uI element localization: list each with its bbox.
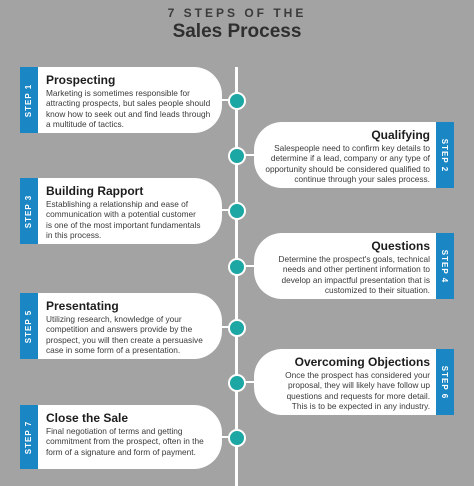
step-title: Questions xyxy=(371,239,430,253)
connector-step-5 xyxy=(213,326,235,328)
step-title: Presentating xyxy=(46,299,119,313)
step-label: STEP 4 xyxy=(440,249,450,283)
connector-step-2 xyxy=(238,154,260,156)
step-card-building-rapport: Building Rapport Establishing a relation… xyxy=(38,178,222,244)
timeline-dot-step-3 xyxy=(228,202,246,220)
timeline-dot-step-1 xyxy=(228,92,246,110)
timeline-line xyxy=(235,67,238,486)
step-label: STEP 7 xyxy=(24,420,34,454)
step-card-questions: Questions Determine the prospect's goals… xyxy=(254,233,436,299)
step-description: Salespeople need to confirm key details … xyxy=(265,143,430,185)
step-description: Final negotiation of terms and getting c… xyxy=(46,426,204,457)
step-title: Building Rapport xyxy=(46,184,144,198)
timeline-dot-step-6 xyxy=(228,374,246,392)
connector-step-1 xyxy=(213,99,235,101)
connector-step-4 xyxy=(238,265,260,267)
step-title: Prospecting xyxy=(46,73,116,87)
step-tab: STEP 5 xyxy=(20,293,38,359)
step-card-overcoming-objections: Overcoming Objections Once the prospect … xyxy=(254,349,436,415)
timeline-dot-step-2 xyxy=(228,147,246,165)
step-tab: STEP 7 xyxy=(20,405,38,469)
connector-step-6 xyxy=(238,381,260,383)
step-card-presentating: Presentating Utilizing research, knowled… xyxy=(38,293,222,359)
connector-step-3 xyxy=(213,209,235,211)
step-title: Overcoming Objections xyxy=(294,355,430,369)
step-tab: STEP 3 xyxy=(20,178,38,244)
step-description: Marketing is sometimes responsible for a… xyxy=(46,88,211,130)
timeline-dot-step-5 xyxy=(228,319,246,337)
step-description: Establishing a relationship and ease of … xyxy=(46,199,201,241)
step-title: Qualifying xyxy=(371,128,430,142)
step-label: STEP 3 xyxy=(24,194,34,228)
infographic-title: Sales Process xyxy=(172,21,302,42)
connector-step-7 xyxy=(213,436,235,438)
step-tab: STEP 4 xyxy=(436,233,454,299)
step-card-prospecting: Prospecting Marketing is sometimes respo… xyxy=(38,67,222,133)
timeline-dot-step-4 xyxy=(228,258,246,276)
step-tab: STEP 2 xyxy=(436,122,454,188)
step-label: STEP 6 xyxy=(440,365,450,399)
step-label: STEP 5 xyxy=(24,309,34,343)
step-card-close-the-sale: Close the Sale Final negotiation of term… xyxy=(38,405,222,469)
infographic-kicker: 7 STEPS OF THE xyxy=(167,6,307,20)
step-title: Close the Sale xyxy=(46,411,129,425)
step-description: Utilizing research, knowledge of your co… xyxy=(46,314,203,356)
step-tab: STEP 1 xyxy=(20,67,38,133)
step-label: STEP 2 xyxy=(440,138,450,172)
step-label: STEP 1 xyxy=(24,83,34,117)
timeline-dot-step-7 xyxy=(228,429,246,447)
step-description: Determine the prospect's goals, technica… xyxy=(278,254,430,296)
step-description: Once the prospect has considered your pr… xyxy=(285,370,430,412)
step-tab: STEP 6 xyxy=(436,349,454,415)
step-card-qualifying: Qualifying Salespeople need to confirm k… xyxy=(254,122,436,188)
